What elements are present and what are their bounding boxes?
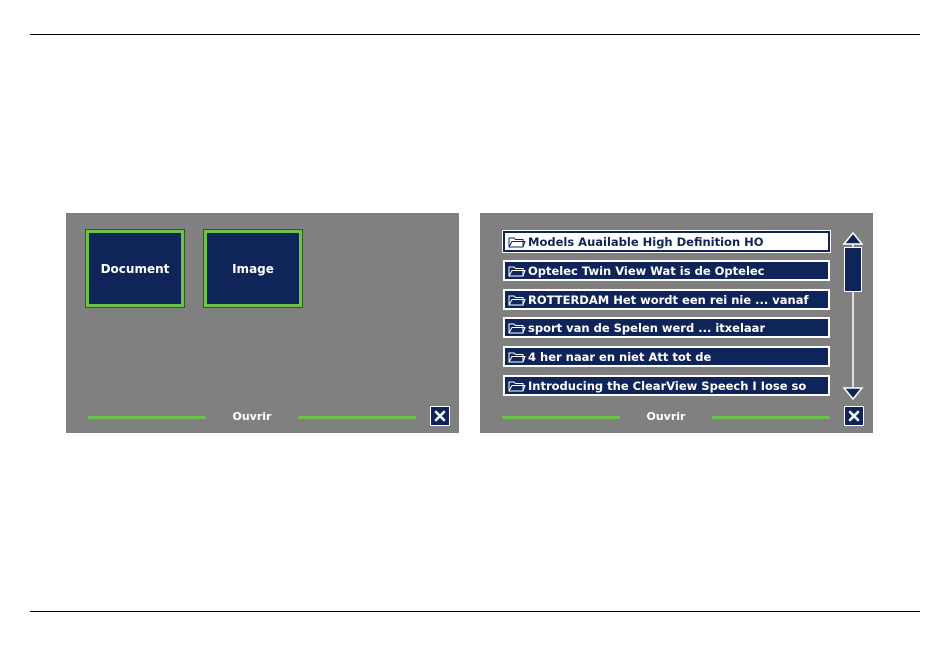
file-item[interactable]: 4 her naar en niet Att tot de (503, 346, 830, 367)
document-button[interactable]: Document (86, 230, 184, 307)
footer-title: Ouvrir (626, 410, 706, 423)
close-icon (848, 410, 860, 422)
file-name: Models Auailable High Definition HO (528, 235, 764, 249)
file-name: Introducing the ClearView Speech I Iose … (528, 379, 806, 393)
folder-icon (508, 294, 526, 306)
open-type-screen: Document Image Ouvrir (66, 213, 459, 433)
image-button-label: Image (232, 262, 274, 276)
file-item[interactable]: sport van de Spelen werd ... itxelaar (503, 317, 830, 338)
footer-title: Ouvrir (212, 410, 292, 423)
folder-icon (508, 380, 526, 392)
image-button[interactable]: Image (204, 230, 302, 307)
file-item[interactable]: Introducing the ClearView Speech I Iose … (503, 375, 830, 396)
file-name: sport van de Spelen werd ... itxelaar (528, 321, 765, 335)
scrollbar[interactable] (842, 231, 864, 401)
footer-line-left (502, 416, 620, 419)
file-item[interactable]: ROTTERDAM Het wordt een rei nie ... vana… (503, 289, 830, 310)
file-item[interactable]: Models Auailable High Definition HO (503, 231, 830, 252)
folder-icon (508, 322, 526, 334)
folder-icon (508, 265, 526, 277)
arrow-down-icon (844, 388, 862, 399)
close-button[interactable] (430, 406, 450, 426)
file-name: Optelec Twin View Wat is de Optelec (528, 264, 765, 278)
arrow-up-icon (844, 233, 862, 244)
folder-icon (508, 351, 526, 363)
footer-line-left (88, 416, 206, 419)
file-item[interactable]: Optelec Twin View Wat is de Optelec (503, 260, 830, 281)
folder-icon (508, 236, 526, 248)
file-list-screen: Models Auailable High Definition HO Opte… (480, 213, 873, 433)
bottom-rule (30, 611, 920, 612)
file-name: 4 her naar en niet Att tot de (528, 350, 711, 364)
top-rule (30, 34, 920, 35)
close-icon (434, 410, 446, 422)
document-button-label: Document (101, 262, 170, 276)
close-button[interactable] (844, 406, 864, 426)
footer-line-right (712, 416, 830, 419)
scroll-thumb[interactable] (844, 247, 862, 292)
file-name: ROTTERDAM Het wordt een rei nie ... vana… (528, 293, 809, 307)
footer-line-right (298, 416, 416, 419)
